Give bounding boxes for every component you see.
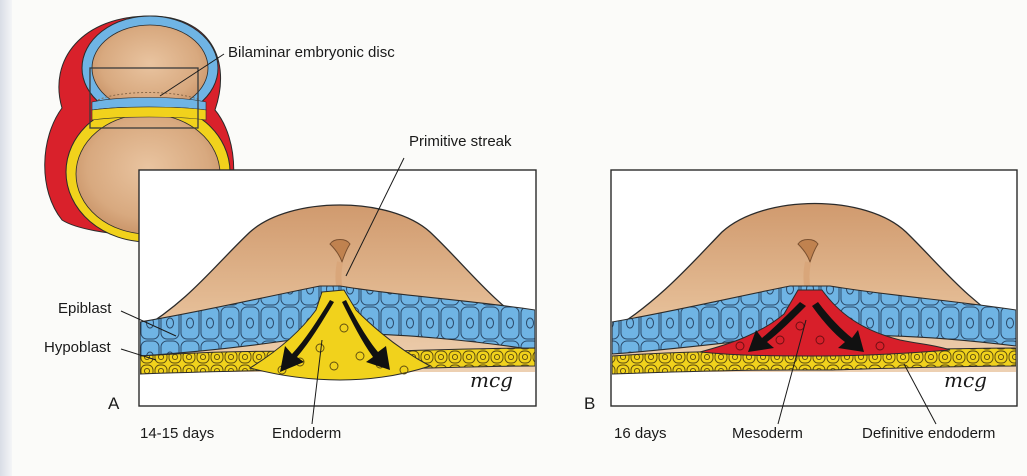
signature-b: mcg: [944, 368, 987, 392]
label-primitive-streak: Primitive streak: [409, 133, 512, 150]
label-endoderm: Endoderm: [272, 425, 341, 442]
label-bilaminar-disc: Bilaminar embryonic disc: [228, 44, 395, 61]
label-panel-b: B: [584, 394, 595, 414]
label-epiblast: Epiblast: [58, 300, 111, 317]
label-definitive-endoderm: Definitive endoderm: [862, 425, 995, 442]
label-hypoblast: Hypoblast: [44, 339, 111, 356]
signature-a: mcg: [470, 368, 513, 392]
label-mesoderm: Mesoderm: [732, 425, 803, 442]
label-panel-a: A: [108, 394, 119, 414]
label-age-b: 16 days: [614, 425, 667, 442]
label-age-a: 14-15 days: [140, 425, 214, 442]
